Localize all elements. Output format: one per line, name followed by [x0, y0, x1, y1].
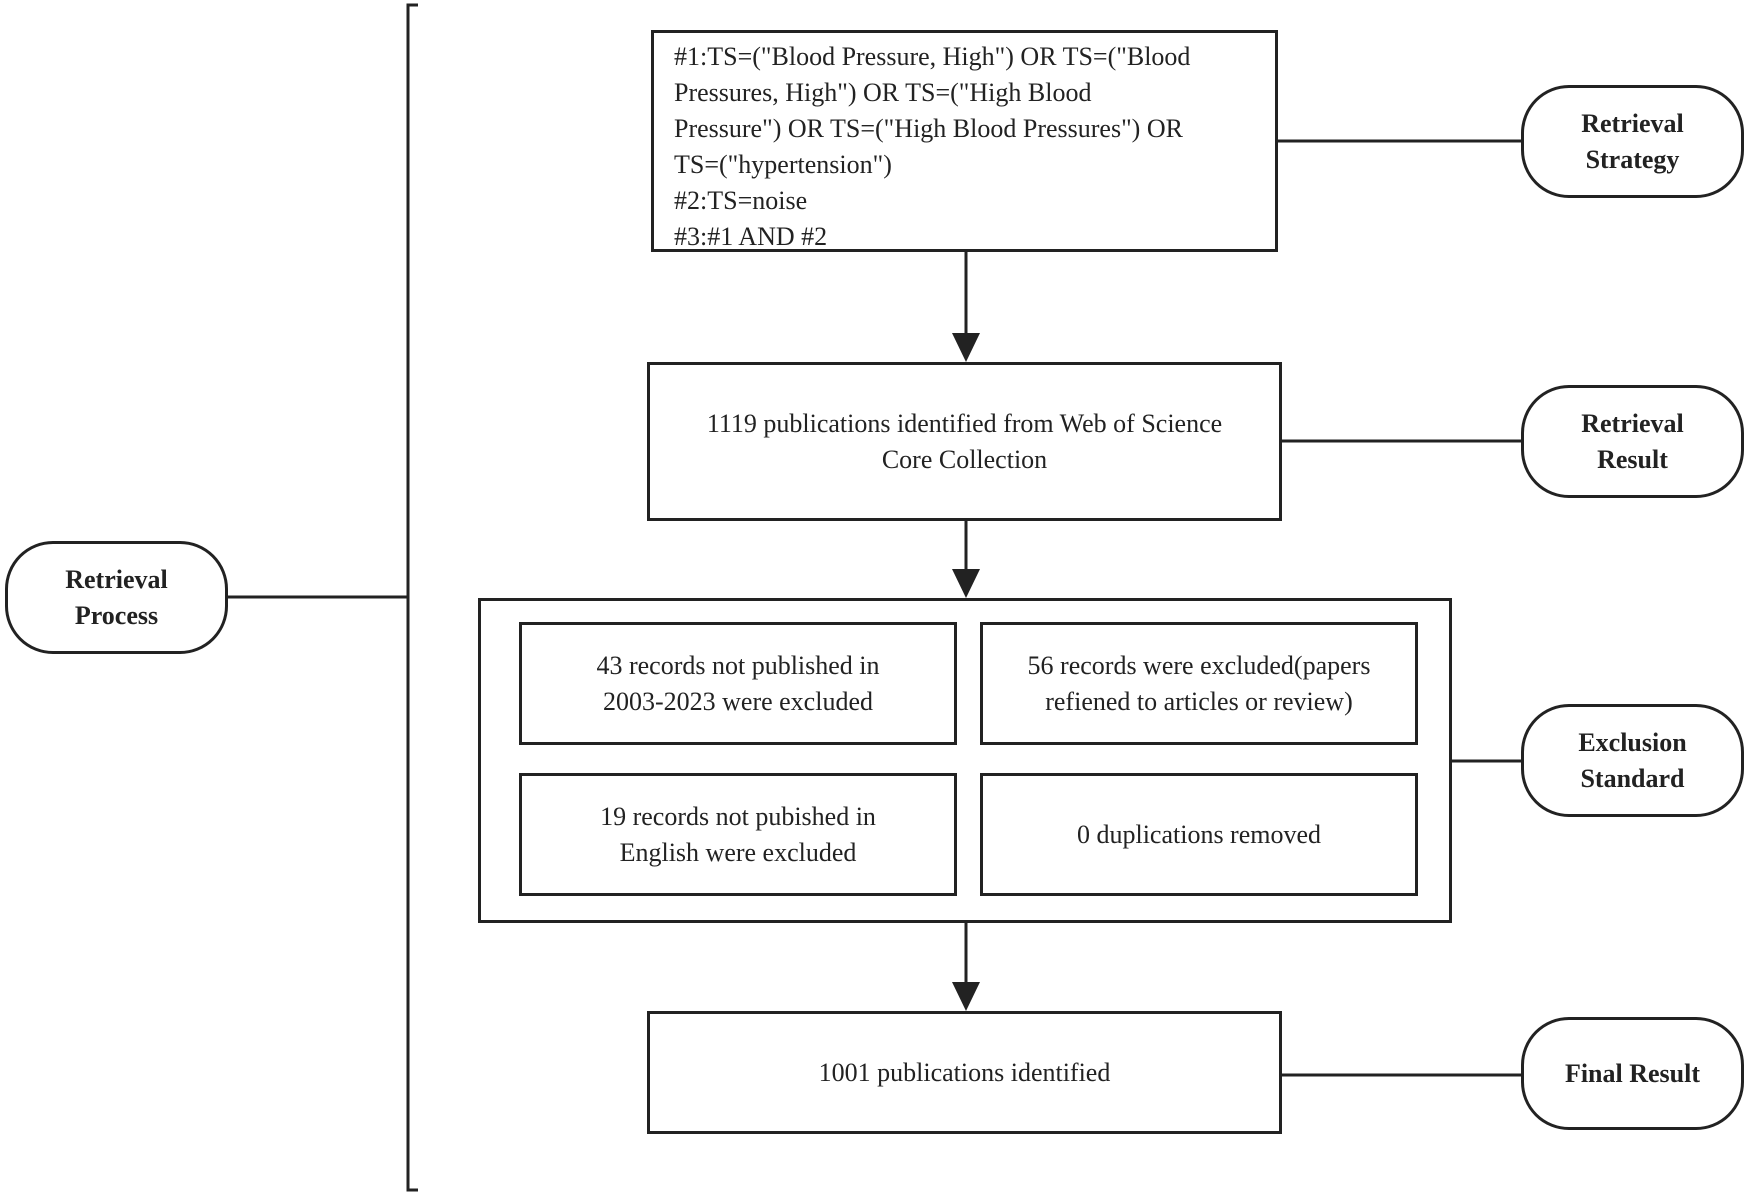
process-bracket	[406, 3, 418, 1192]
exclusion-text-line: 56 records were excluded(papers	[1027, 650, 1371, 680]
retrieval-result-box: 1119 publications identified from Web of…	[647, 362, 1282, 521]
process-label-line-2: Process	[74, 600, 159, 630]
exclusion-label-line-1: Exclusion	[1578, 727, 1687, 757]
arrow-result-to-exclusion	[952, 521, 980, 598]
exclusion-standard-label: Exclusion Standard	[1521, 704, 1744, 817]
final-result-label: Final Result	[1521, 1017, 1744, 1130]
arrow-strategy-to-result	[952, 251, 980, 362]
exclusion-text-line: 2003-2023 were excluded	[602, 686, 873, 716]
query-line: Pressures, High") OR TS=("High Blood	[674, 78, 1092, 107]
retrieval-result-label: Retrieval Result	[1521, 385, 1744, 498]
retrieval-strategy-label: Retrieval Strategy	[1521, 85, 1744, 198]
exclusion-text-line: 19 records not pubished in	[600, 801, 876, 831]
query-line: #2:TS=noise	[674, 186, 808, 215]
result-text-line-1: 1119 publications identified from Web of…	[706, 408, 1223, 438]
exclusion-type-box: 56 records were excluded(papers refiened…	[980, 622, 1418, 745]
exclusion-duplicates-box: 0 duplications removed	[980, 773, 1418, 896]
exclusion-label-line-2: Standard	[1580, 763, 1685, 793]
exclusion-text-line: 43 records not published in	[596, 650, 880, 680]
strategy-label-line-1: Retrieval	[1581, 108, 1684, 138]
exclusion-text-line: English were excluded	[619, 837, 857, 867]
query-line: #3:#1 AND #2	[674, 222, 828, 251]
process-label-line-1: Retrieval	[65, 564, 168, 594]
strategy-label-line-2: Strategy	[1585, 144, 1680, 174]
result-text-line-2: Core Collection	[881, 444, 1048, 474]
final-label-text: Final Result	[1564, 1058, 1701, 1088]
final-result-text: 1001 publications identified	[818, 1057, 1111, 1087]
exclusion-text-line: 0 duplications removed	[1076, 819, 1322, 849]
query-line: TS=("hypertension")	[674, 150, 892, 179]
exclusion-language-box: 19 records not pubished in English were …	[519, 773, 957, 896]
result-label-line-2: Result	[1597, 444, 1668, 474]
query-line: Pressure") OR TS=("High Blood Pressures"…	[674, 114, 1183, 143]
query-line: #1:TS=("Blood Pressure, High") OR TS=("B…	[674, 42, 1191, 71]
exclusion-text-line: refiened to articles or review)	[1045, 686, 1353, 716]
result-label-line-1: Retrieval	[1581, 408, 1684, 438]
arrow-exclusion-to-final	[952, 922, 980, 1011]
search-query-box: #1:TS=("Blood Pressure, High") OR TS=("B…	[651, 30, 1278, 252]
exclusion-year-box: 43 records not published in 2003-2023 we…	[519, 622, 957, 745]
retrieval-process-label: Retrieval Process	[5, 541, 228, 654]
final-result-box: 1001 publications identified	[647, 1011, 1282, 1134]
